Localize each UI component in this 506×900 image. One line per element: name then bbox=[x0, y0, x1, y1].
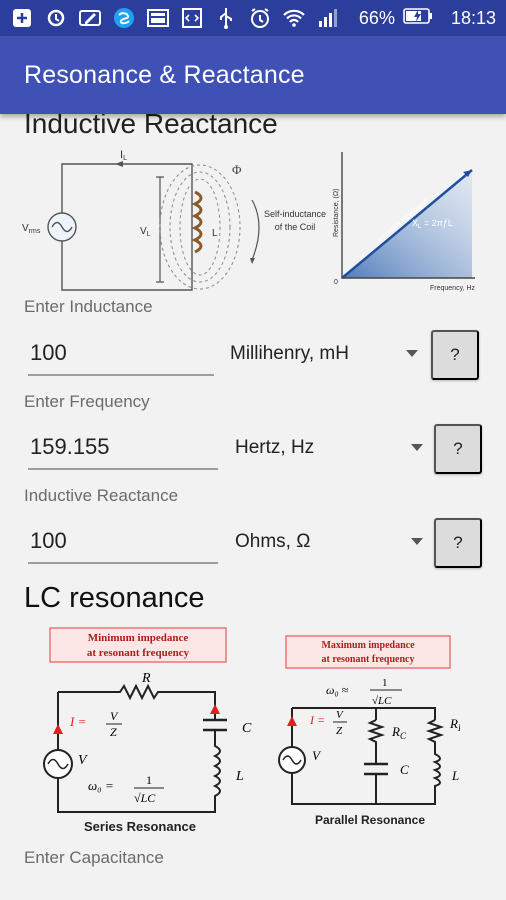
swirl-app-icon bbox=[112, 8, 136, 28]
vrms-label: Vrms bbox=[22, 223, 41, 235]
frequency-unit-value: Hertz, Hz bbox=[235, 437, 315, 458]
clock-time: 18:13 bbox=[450, 7, 496, 28]
code-icon bbox=[180, 8, 204, 28]
parallel-v-label: V bbox=[312, 748, 322, 763]
frequency-input[interactable] bbox=[28, 426, 218, 470]
series-r-label: R bbox=[141, 671, 151, 686]
inductive-reactance-diagram: IL Vrms VL L Φ Self-inductance of the Co… bbox=[22, 149, 475, 292]
self-inductance-label-2: of the Coil bbox=[275, 222, 316, 232]
battery-charging-icon bbox=[403, 7, 433, 29]
edit-icon bbox=[78, 8, 102, 28]
parallel-box-line-1: Maximum impedance bbox=[321, 640, 415, 651]
parallel-box-line-2: at resonant frequency bbox=[322, 654, 415, 665]
series-c-label: C bbox=[242, 721, 252, 736]
series-i-eq: I = bbox=[69, 714, 86, 729]
frequency-help-button[interactable]: ? bbox=[434, 424, 482, 474]
xl-formula: XL = 2πƒL bbox=[412, 218, 453, 230]
series-i-den: Z bbox=[110, 725, 117, 739]
parallel-c-label: C bbox=[400, 762, 409, 777]
parallel-i-den: Z bbox=[336, 725, 343, 737]
capacitance-label: Enter Capacitance bbox=[24, 848, 164, 867]
self-inductance-label-1: Self-inductance bbox=[264, 209, 326, 219]
reactance-unit-value: Ohms, Ω bbox=[235, 531, 311, 552]
reactance-help-button[interactable]: ? bbox=[434, 518, 482, 568]
il-label: IL bbox=[120, 149, 127, 162]
graph-origin-label: 0 bbox=[334, 279, 338, 286]
series-v-label: V bbox=[78, 753, 88, 768]
vl-label: VL bbox=[140, 226, 151, 238]
series-box-line-1: Minimum impedance bbox=[88, 632, 189, 644]
series-omega-num: 1 bbox=[146, 773, 152, 787]
chevron-down-icon bbox=[406, 350, 418, 357]
series-i-num: V bbox=[110, 709, 119, 723]
parallel-i-num: V bbox=[336, 709, 344, 721]
section-heading-inductive: Inductive Reactance bbox=[24, 114, 278, 139]
inductance-unit-value: Millihenry, mH bbox=[230, 343, 349, 364]
series-box-line-2: at resonant frequency bbox=[87, 647, 190, 659]
graph-x-label: Frequency, Hz bbox=[430, 285, 475, 292]
inductance-unit-select[interactable]: Millihenry, mH bbox=[230, 332, 418, 376]
coil-l-label: L bbox=[212, 228, 218, 239]
lc-resonance-heading: LC resonance bbox=[24, 582, 205, 614]
chevron-down-icon bbox=[411, 444, 423, 451]
app-title: Resonance & Reactance bbox=[24, 61, 305, 89]
signal-icon bbox=[316, 8, 340, 28]
inductance-input[interactable] bbox=[28, 332, 214, 376]
usb-icon bbox=[214, 8, 238, 29]
inductance-help-button[interactable]: ? bbox=[431, 330, 479, 380]
chevron-down-icon bbox=[411, 538, 423, 545]
reactance-unit-select[interactable]: Ohms, Ω bbox=[235, 520, 423, 564]
wifi-icon bbox=[282, 8, 306, 28]
parallel-rc-label: RC bbox=[391, 724, 407, 741]
sync-icon bbox=[44, 8, 68, 28]
parallel-omega-den: √LC bbox=[372, 695, 392, 707]
parallel-omega-num: 1 bbox=[382, 677, 388, 689]
phi-label: Φ bbox=[232, 162, 242, 177]
series-omega-den: √LC bbox=[134, 791, 156, 805]
parallel-rl-label: RL bbox=[449, 716, 460, 733]
parallel-l-label: L bbox=[451, 768, 459, 783]
add-box-icon bbox=[10, 8, 34, 28]
series-omega-eq: ω₀ = bbox=[88, 778, 114, 793]
reactance-input[interactable] bbox=[28, 520, 218, 564]
status-bar: 66% 18:13 bbox=[0, 0, 506, 36]
series-l-label: L bbox=[235, 769, 244, 784]
frequency-unit-select[interactable]: Hertz, Hz bbox=[235, 426, 423, 470]
app-bar: Resonance & Reactance bbox=[0, 36, 506, 114]
parallel-omega-eq: ω₀ ≈ bbox=[326, 683, 349, 697]
frequency-label: Enter Frequency bbox=[24, 392, 150, 411]
gallery-icon bbox=[146, 8, 170, 28]
reactance-label: Inductive Reactance bbox=[24, 486, 179, 505]
series-caption: Series Resonance bbox=[84, 819, 196, 834]
inductance-label: Enter Inductance bbox=[24, 297, 153, 316]
battery-percent: 66% bbox=[358, 7, 395, 28]
lc-resonance-diagram: Minimum impedance at resonant frequency … bbox=[43, 627, 460, 834]
parallel-caption: Parallel Resonance bbox=[315, 813, 425, 827]
parallel-i-eq: I = bbox=[309, 713, 325, 727]
scroll-content[interactable]: Inductive Reactance IL Vrms VL L Φ Self-… bbox=[0, 114, 506, 900]
graph-y-label: Resistance, (Ω) bbox=[333, 189, 340, 237]
alarm-icon bbox=[248, 8, 272, 28]
